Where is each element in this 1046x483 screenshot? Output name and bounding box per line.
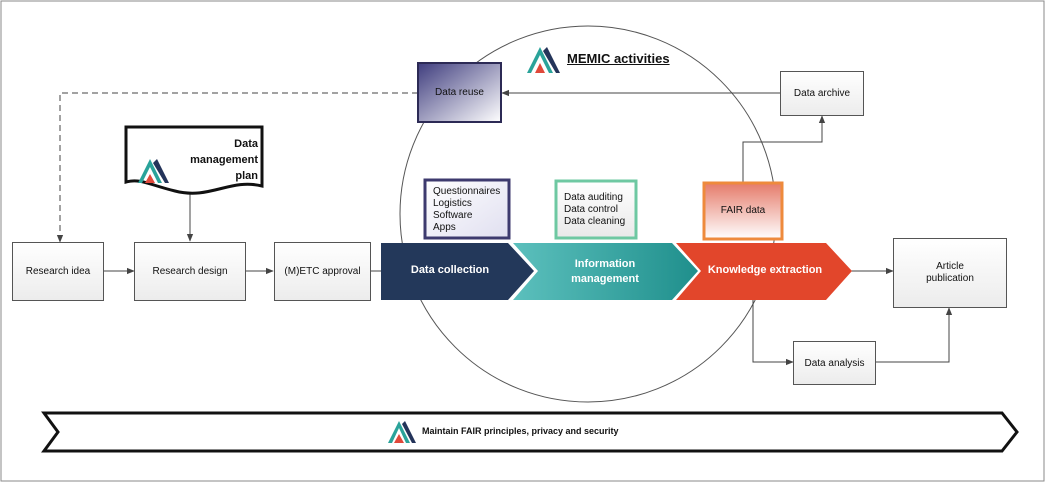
data-reuse-box bbox=[417, 62, 502, 123]
node-article-publication: Article publication bbox=[893, 238, 1007, 308]
phase-collection-label: Data collection bbox=[410, 264, 490, 276]
memic-logo-title bbox=[527, 47, 560, 73]
memic-logo-banner bbox=[388, 421, 416, 443]
collection-item: Apps bbox=[433, 222, 456, 233]
node-article-publication-label: Article publication bbox=[926, 261, 974, 284]
node-data-archive-label: Data archive bbox=[793, 88, 851, 99]
info-item: Data auditing bbox=[564, 192, 623, 203]
phase-info-label-line1: Information bbox=[574, 258, 636, 270]
fair-data-label: FAIR data bbox=[720, 205, 766, 216]
collection-item: Questionnaires bbox=[433, 186, 501, 197]
dmp-title-line1: Data management bbox=[190, 138, 258, 166]
info-item: Data cleaning bbox=[564, 216, 626, 227]
node-metc-approval-label: (M)ETC approval bbox=[284, 266, 361, 277]
collection-item: Logistics bbox=[433, 198, 472, 209]
info-items-list: Data auditing Data control Data cleaning bbox=[559, 189, 635, 231]
data-reuse-label: Data reuse bbox=[435, 87, 484, 98]
node-metc-approval: (M)ETC approval bbox=[274, 242, 371, 301]
node-research-idea-label: Research idea bbox=[25, 266, 91, 277]
phase-info-label-line2: management bbox=[571, 273, 639, 285]
phase-collection-arrow bbox=[381, 243, 534, 300]
node-research-design: Research design bbox=[134, 242, 246, 301]
fair-data-box bbox=[702, 181, 784, 241]
collection-items-box bbox=[423, 178, 511, 240]
node-research-design-label: Research design bbox=[152, 266, 228, 277]
memic-logo-dmp bbox=[138, 159, 169, 183]
node-data-analysis-label: Data analysis bbox=[804, 357, 865, 369]
dmp-title-line2: plan bbox=[235, 170, 258, 182]
banner-arrow bbox=[41, 411, 1019, 453]
memic-title: MEMIC activities bbox=[567, 51, 670, 66]
dmp-document bbox=[124, 125, 264, 195]
phase-info-label: Information management bbox=[540, 257, 670, 287]
connector-fair-archive bbox=[742, 115, 826, 183]
collection-item: Software bbox=[433, 210, 473, 221]
connector-knowledge-analysis bbox=[752, 300, 794, 366]
node-data-analysis: Data analysis bbox=[793, 341, 876, 385]
phase-info-arrow bbox=[513, 243, 698, 300]
phase-knowledge-arrow bbox=[676, 243, 852, 300]
connector-analysis-article bbox=[876, 307, 953, 363]
phase-knowledge-label: Knowledge extraction bbox=[707, 264, 823, 276]
banner-label: Maintain FAIR principles, privacy and se… bbox=[422, 426, 619, 436]
dmp-title: Data management plan bbox=[170, 136, 258, 184]
info-items-box bbox=[554, 179, 638, 240]
collection-items-list: Questionnaires Logistics Software Apps bbox=[428, 183, 508, 237]
info-item: Data control bbox=[564, 204, 618, 215]
node-data-archive: Data archive bbox=[780, 71, 864, 116]
node-research-idea: Research idea bbox=[12, 242, 104, 301]
